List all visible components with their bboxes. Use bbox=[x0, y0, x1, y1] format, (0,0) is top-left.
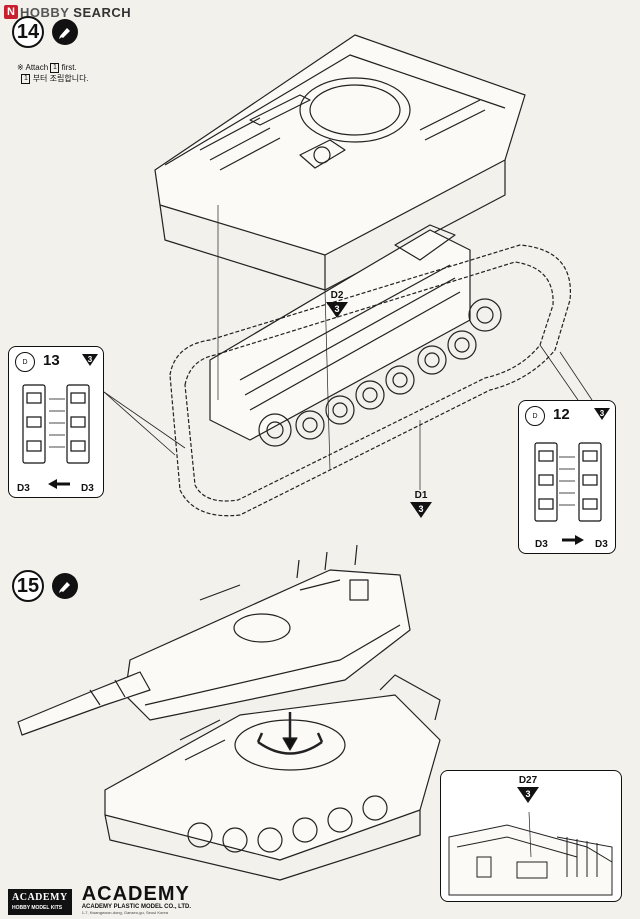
callout-12-number: 12 bbox=[553, 406, 570, 423]
step-14-number: 14 bbox=[12, 16, 44, 48]
turret-drawing bbox=[17, 544, 411, 736]
svg-text:3: 3 bbox=[334, 304, 339, 314]
track-link-diagram bbox=[534, 442, 602, 522]
rear-detail-drawing bbox=[448, 811, 613, 896]
ref-d1: D1 3 bbox=[406, 490, 436, 524]
academy-logo-box: ACADEMY HOBBY MODEL KITS bbox=[8, 889, 72, 915]
svg-text:3: 3 bbox=[600, 409, 605, 418]
part-d3-right: D3 bbox=[595, 539, 608, 550]
callout-13-number: 13 bbox=[43, 352, 60, 369]
arrow-left-icon bbox=[48, 479, 70, 489]
arrow-right-icon bbox=[562, 535, 584, 545]
ref-d27: D27 3 bbox=[513, 775, 543, 809]
svg-text:3: 3 bbox=[525, 789, 530, 799]
step-14-note: ※ Attach 1 first. 1 부터 조립합니다. bbox=[17, 62, 89, 84]
academy-wordmark: ACADEMY bbox=[81, 883, 190, 905]
d-sprue-badge: D bbox=[525, 406, 545, 426]
company-name: ACADEMY PLASTIC MODEL CO., LTD. bbox=[81, 904, 192, 910]
watermark-badge: N bbox=[4, 5, 18, 19]
callout-13: D 13 3 D3 D3 bbox=[8, 346, 104, 498]
academy-wordmark-block: ACADEMY ACADEMY PLASTIC MODEL CO., LTD. … bbox=[82, 884, 191, 915]
part-d3-left: D3 bbox=[535, 539, 548, 550]
svg-text:3: 3 bbox=[88, 355, 93, 364]
part-d3-left: D3 bbox=[17, 483, 30, 494]
hull-lower-drawing bbox=[104, 674, 441, 881]
qty-triangle: 3 bbox=[82, 354, 98, 366]
qty-triangle: 3 bbox=[594, 408, 610, 420]
suspension-drawing bbox=[209, 224, 502, 447]
d-sprue-badge: D bbox=[15, 352, 35, 372]
track-link-diagram bbox=[22, 384, 90, 464]
cement-icon bbox=[52, 19, 78, 45]
detail-d27-box: D27 3 bbox=[440, 770, 622, 902]
watermark-text: HOBBY SEARCH bbox=[19, 4, 132, 20]
svg-text:3: 3 bbox=[418, 504, 423, 514]
hull-upper-drawing bbox=[154, 34, 526, 291]
cement-icon bbox=[52, 573, 78, 599]
step-15-number: 15 bbox=[12, 570, 44, 602]
company-address: 1-7, Kwangwoon-dong, Ganseo-gu, Seoul Ko… bbox=[81, 910, 168, 915]
footer-branding: ACADEMY HOBBY MODEL KITS ACADEMY ACADEMY… bbox=[8, 884, 191, 915]
ref-d2: D2 3 bbox=[322, 290, 352, 324]
part-d3-right: D3 bbox=[81, 483, 94, 494]
callout-12: D 12 3 D3 D3 bbox=[518, 400, 616, 554]
hobbysearch-watermark: N HOBBY SEARCH bbox=[4, 3, 131, 21]
